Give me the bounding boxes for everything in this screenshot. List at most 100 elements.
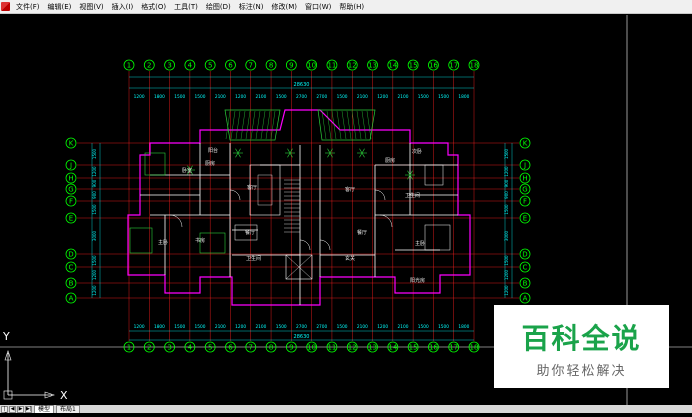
plant-icon	[361, 148, 365, 154]
ucs-y-arrow	[4, 350, 12, 361]
plant-icon	[287, 148, 291, 154]
last-tab-button[interactable]: ▶|	[25, 405, 32, 413]
axis-label-H: H	[522, 175, 527, 183]
room-label: 主卧	[158, 239, 168, 246]
plant-icon	[409, 170, 413, 176]
balcony-hatch	[326, 110, 332, 140]
dimension-span-bottom: 1200	[377, 324, 388, 330]
balcony-hatch	[225, 110, 231, 140]
dimension-span-bottom: 1500	[174, 324, 185, 330]
dimension-span-bottom: 1500	[276, 324, 287, 330]
dimension-span-top: 1500	[337, 94, 348, 100]
plant-icon	[327, 152, 331, 158]
axis-bubble-B	[65, 277, 77, 289]
ucs-origin-box	[3, 390, 13, 400]
dimension-span-bottom: 1200	[134, 324, 145, 330]
axis-label-3: 3	[167, 62, 171, 70]
axis-bubble-F	[65, 195, 77, 207]
prev-tab-button[interactable]: ◀	[9, 405, 16, 413]
axis-label-5: 5	[208, 344, 212, 352]
axis-label-2: 2	[147, 344, 151, 352]
axis-label-14: 14	[388, 62, 397, 70]
dimension-span-right: 1500	[504, 255, 509, 266]
axis-bubble-H	[519, 172, 531, 184]
axis-label-12: 12	[348, 344, 357, 352]
menu-view[interactable]: 视图(V)	[79, 2, 104, 11]
door-swing	[299, 239, 311, 251]
balcony-hatch	[356, 110, 362, 140]
plant-icon	[329, 152, 333, 158]
axis-label-10: 10	[307, 344, 316, 352]
menu-insert[interactable]: 插入(I)	[111, 2, 134, 11]
room-label: 主卧	[415, 240, 425, 247]
axis-label-15: 15	[409, 344, 418, 352]
bed-master-right	[424, 224, 451, 251]
axis-label-7: 7	[249, 62, 253, 70]
plant-icon	[361, 152, 365, 158]
menu-file[interactable]: 文件(F)	[16, 2, 40, 11]
dimension-span-bottom: 1500	[418, 324, 429, 330]
balcony-hatch	[265, 110, 271, 140]
axis-label-12: 12	[348, 62, 357, 70]
axis-label-5: 5	[208, 62, 212, 70]
axis-bubble-18	[468, 59, 480, 71]
menu-bar: 文件(F) 编辑(E) 视图(V) 插入(I) 格式(O) 工具(T) 绘图(D…	[0, 0, 692, 14]
menu-format[interactable]: 格式(O)	[141, 2, 167, 11]
balcony-hatch	[270, 110, 276, 140]
menu-edit[interactable]: 编辑(E)	[47, 2, 72, 11]
tab-layout1[interactable]: 布局1	[56, 405, 80, 413]
dimension-overall-bottom: 28630	[294, 334, 310, 340]
axis-bubble-J	[519, 159, 531, 171]
door-swing	[169, 214, 183, 228]
dimension-span-left: 1200	[92, 285, 97, 296]
balcony-hatch	[366, 110, 372, 140]
elevator-shaft	[285, 254, 313, 280]
plant-icon	[289, 152, 293, 158]
menu-draw[interactable]: 绘图(D)	[205, 2, 231, 11]
balcony-right	[317, 109, 376, 141]
next-tab-button[interactable]: ▶	[17, 405, 24, 413]
dimension-span-top: 1800	[458, 94, 469, 100]
dimension-span-right: 900	[504, 191, 509, 199]
axis-bubble-1	[123, 59, 135, 71]
dimension-span-bottom: 1800	[154, 324, 165, 330]
plant-icon	[235, 152, 239, 158]
axis-label-17: 17	[449, 344, 458, 352]
watermark: 百科全说 助你轻松解决	[494, 305, 669, 388]
menu-tools[interactable]: 工具(T)	[174, 2, 198, 11]
axis-label-1: 1	[127, 62, 131, 70]
dimension-overall-top: 28630	[294, 82, 310, 88]
desk-left	[199, 232, 226, 254]
dimension-span-top: 2100	[357, 94, 368, 100]
axis-bubble-11	[326, 341, 338, 353]
axis-bubble-13	[367, 59, 378, 71]
room-label: 卧室	[182, 167, 192, 174]
dimension-span-top: 1500	[438, 94, 449, 100]
balcony-hatch	[346, 110, 352, 140]
axis-bubble-F	[519, 195, 531, 207]
axis-bubble-3	[164, 59, 175, 71]
floor-plan-drawing: 1122334455667788991010111112121313141415…	[0, 15, 692, 405]
room-label: 客厅	[247, 184, 257, 191]
plant-icon	[329, 148, 333, 154]
axis-bubble-15	[407, 341, 419, 353]
axis-label-13: 13	[368, 62, 377, 70]
axis-bubble-6	[225, 341, 236, 353]
axis-bubble-H	[65, 172, 77, 184]
room-label: 卫生间	[405, 192, 420, 199]
menu-window[interactable]: 窗口(W)	[305, 2, 332, 11]
axis-label-K: K	[523, 140, 528, 148]
menu-dimension[interactable]: 标注(N)	[238, 2, 264, 11]
app-icon[interactable]	[1, 2, 10, 11]
first-tab-button[interactable]: |◀	[1, 405, 8, 417]
menu-help[interactable]: 帮助(H)	[339, 2, 365, 11]
plant-icon	[407, 170, 411, 176]
axis-label-15: 15	[409, 62, 418, 70]
axis-label-K: K	[69, 140, 74, 148]
menu-modify[interactable]: 修改(M)	[271, 2, 297, 11]
tab-model[interactable]: 模型	[34, 405, 55, 413]
axis-label-F: F	[69, 198, 73, 206]
axis-bubble-3	[164, 341, 175, 353]
dimension-span-bottom: 2700	[296, 324, 307, 330]
